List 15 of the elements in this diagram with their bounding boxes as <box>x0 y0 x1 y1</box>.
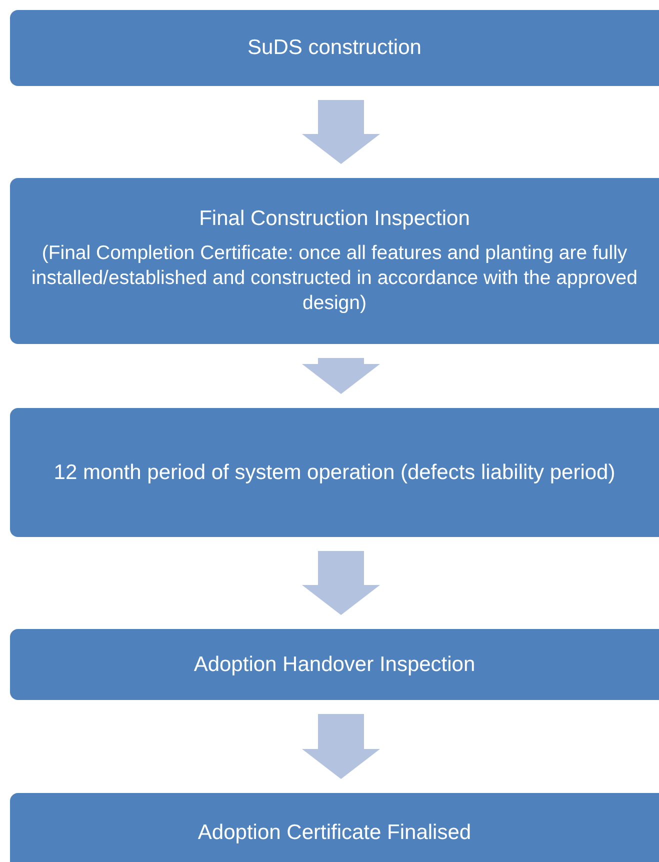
process-box <box>10 629 659 700</box>
box-description: (Final Completion Certificate: once all features and planting are fully installed/established and constructed in accordance with the approved design) <box>30 240 638 316</box>
block-arrow <box>302 358 380 394</box>
process-box <box>10 178 659 344</box>
box-title: 12 month period of system operation (defects liability period) <box>54 460 616 486</box>
block-arrow <box>302 100 380 164</box>
box-title: Adoption Handover Inspection <box>194 652 476 678</box>
process-box <box>10 10 659 86</box>
process-box <box>10 408 659 537</box>
box-title: SuDS construction <box>248 35 422 62</box>
block-arrow <box>302 551 380 615</box>
block-arrow <box>302 714 380 779</box>
box-title: Final Construction Inspection <box>199 206 470 232</box>
process-box <box>10 793 659 862</box>
box-title: Adoption Certificate Finalised <box>198 820 472 846</box>
